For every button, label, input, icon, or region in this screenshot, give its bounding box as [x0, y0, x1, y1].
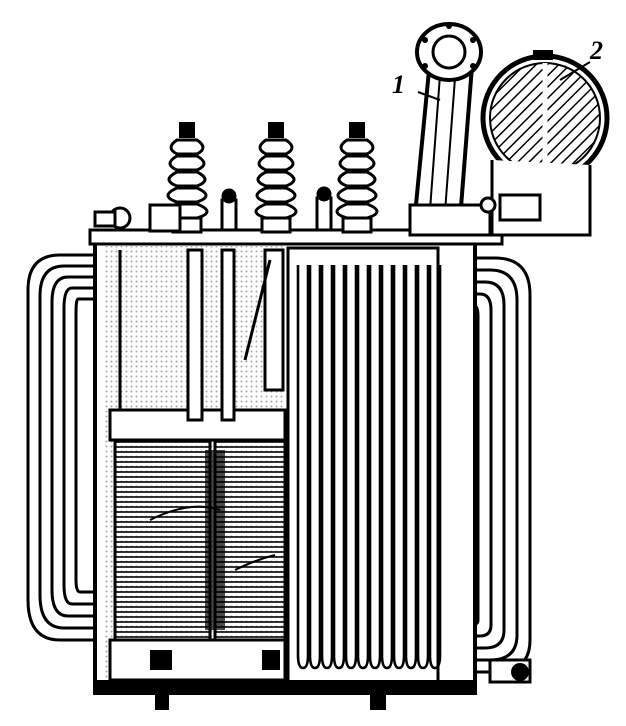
- exhaust-pipe: [408, 22, 492, 237]
- cooling-tube: [296, 265, 310, 670]
- callout-label-1: 1: [392, 70, 405, 99]
- cooling-tube: [380, 265, 394, 670]
- cooling-tube: [356, 265, 370, 670]
- cooling-tube: [392, 265, 406, 670]
- winding-left: [113, 438, 212, 642]
- cooling-tube: [320, 265, 334, 670]
- callout-leaders: [417, 61, 591, 101]
- cooling-tube: [404, 265, 418, 670]
- hv-bushing: [165, 122, 209, 234]
- conservator-tank: [479, 50, 610, 237]
- tank-interior-cutaway: [105, 246, 287, 686]
- winding-right: [213, 438, 287, 642]
- cooling-tube: [308, 265, 322, 670]
- cooling-tubes: [286, 246, 442, 690]
- cooling-tube: [428, 265, 442, 670]
- left-radiator: [26, 253, 100, 642]
- cooling-tube: [344, 265, 358, 670]
- cooling-tube: [416, 265, 430, 670]
- cooling-tube: [332, 265, 346, 670]
- cooling-tube: [368, 265, 382, 670]
- hv-bushing: [335, 122, 379, 234]
- callout-label-2: 2: [590, 36, 603, 65]
- hv-bushings: [165, 122, 379, 234]
- tube-panel: [286, 246, 440, 690]
- lv-bushings: [220, 186, 333, 232]
- tank-feet: [155, 658, 532, 710]
- gas-relay: [93, 203, 182, 233]
- hv-bushing: [254, 122, 298, 234]
